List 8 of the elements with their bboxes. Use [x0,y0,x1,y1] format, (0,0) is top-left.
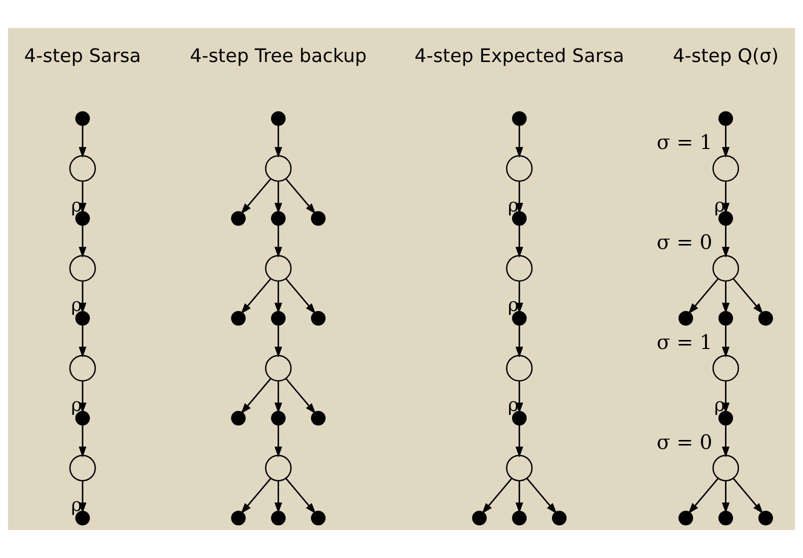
label: 4-step Sarsa [24,46,141,68]
node-label: σ = 0 [656,230,712,254]
label: 4-step Tree backup [190,46,367,68]
node-label: σ = 1 [656,130,712,154]
node-label: σ = 0 [656,430,712,454]
label: 4-step Expected Sarsa [414,46,624,68]
node-label: σ = 1 [656,330,712,354]
label: 4-step Q(σ) [672,46,779,68]
